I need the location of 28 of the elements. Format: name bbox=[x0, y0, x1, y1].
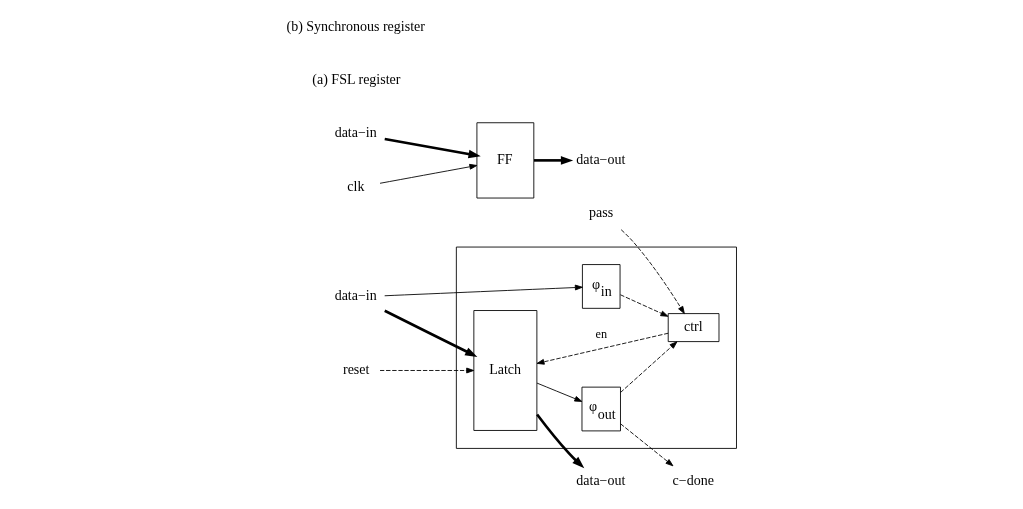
arrow bbox=[384, 137, 481, 159]
arrow bbox=[384, 309, 478, 357]
arrow bbox=[620, 294, 669, 317]
node-text: data−in bbox=[334, 288, 377, 304]
edge-label: en bbox=[595, 327, 608, 342]
arrow bbox=[533, 156, 574, 165]
node-box: FF bbox=[476, 122, 535, 199]
arrow bbox=[384, 284, 583, 297]
node-text: reset bbox=[342, 361, 370, 377]
node-box: ctrl bbox=[667, 313, 720, 343]
node-text: clk bbox=[347, 178, 365, 194]
node-text: data−in bbox=[334, 125, 377, 141]
arrow bbox=[620, 423, 674, 467]
arrow bbox=[536, 382, 583, 402]
arrow bbox=[379, 367, 475, 374]
node-text: c−done bbox=[672, 473, 714, 489]
label: (b) Synchronous register bbox=[286, 18, 425, 34]
label: (a) FSL register bbox=[312, 72, 401, 88]
node-text: pass bbox=[588, 205, 614, 221]
arrow bbox=[620, 229, 685, 314]
arrow bbox=[536, 413, 585, 469]
arrow bbox=[536, 332, 669, 365]
node-text: data−out bbox=[576, 151, 626, 167]
arrow bbox=[620, 341, 678, 393]
node-box: Latch bbox=[473, 310, 538, 431]
node-text: data−out bbox=[576, 473, 626, 489]
arrow bbox=[379, 163, 478, 184]
cluster bbox=[455, 246, 737, 449]
